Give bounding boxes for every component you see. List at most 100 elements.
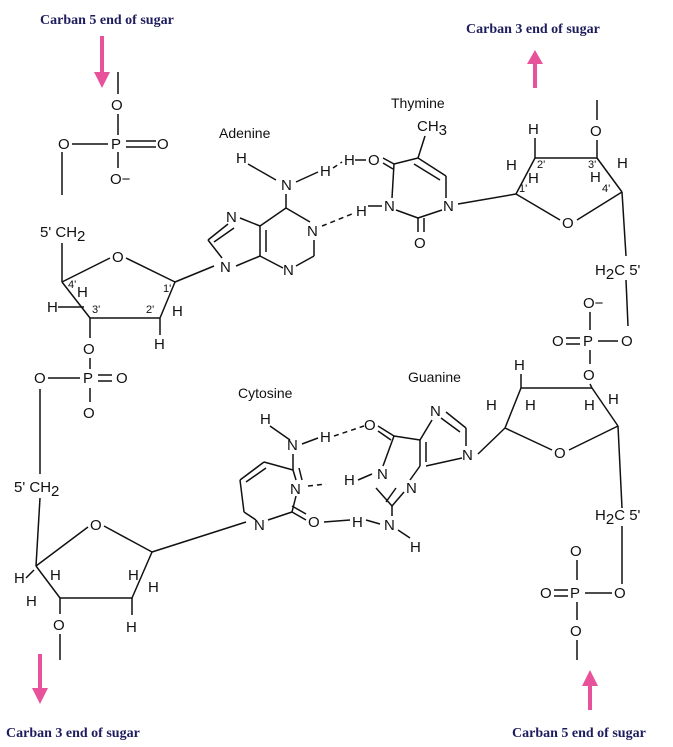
atom-o: O (590, 123, 602, 140)
atom-o: O (58, 136, 70, 153)
atom-o: O (83, 341, 95, 358)
atom-o-minus: O− (583, 295, 604, 312)
atom-o-minus: O− (110, 171, 131, 188)
atom-h: H (617, 155, 628, 172)
atom-h: H (320, 429, 331, 446)
atom-n: N (281, 177, 292, 194)
label-ch3: CH3 (417, 118, 447, 139)
arrow-up-bottom-right-icon (582, 670, 598, 710)
atom-o: O (552, 333, 564, 350)
atom-h: H (77, 284, 88, 301)
atom-h: H (506, 157, 517, 174)
atom-o: O (157, 136, 169, 153)
atom-h: H (50, 567, 61, 584)
atom-h: H (320, 163, 331, 180)
atom-o: O (111, 97, 123, 114)
atom-o: O (414, 235, 426, 252)
atom-h: H (236, 150, 247, 167)
atom-h: H (608, 391, 619, 408)
atom-o: O (583, 367, 595, 384)
atom-n: N (377, 466, 388, 483)
atom-h: H (528, 170, 539, 187)
caption-bottom-right: Carban 5 end of sugar (512, 726, 646, 741)
label-3: 3' (588, 159, 596, 171)
caption-top-right: Carban 3 end of sugar (466, 22, 600, 37)
atom-o: O (90, 517, 102, 534)
atom-h: H (356, 203, 367, 220)
right-strand-bottom-phosphate: O O P O O (540, 543, 626, 660)
atom-h: H (410, 539, 421, 556)
atom-p: P (570, 585, 580, 602)
atom-n: N (443, 198, 454, 215)
atom-h: H (486, 397, 497, 414)
atom-p: P (83, 370, 93, 387)
atom-n: N (254, 517, 265, 534)
atom-h: H (344, 152, 355, 169)
thymine-base: Thymine CH3 H O N O N H (344, 95, 517, 252)
atom-n: N (220, 259, 231, 276)
label-2: 2' (146, 304, 154, 316)
atom-o: O (554, 445, 566, 462)
atom-h: H (514, 357, 525, 374)
atom-n: N (406, 480, 417, 497)
atom-h: H (590, 169, 601, 186)
atom-n: N (462, 447, 473, 464)
cytosine-base: Cytosine H N H N O N (238, 385, 365, 534)
label-3: 3' (92, 304, 100, 316)
adenine-base: Adenine H N H N N N N (207, 125, 353, 279)
arrow-down-top-left-icon (94, 36, 110, 88)
atom-n: N (287, 437, 298, 454)
right-strand-bottom-sugar: H O H H H H H2C 5' (486, 357, 641, 584)
atom-o: O (562, 215, 574, 232)
right-strand-middle-phosphate: O− O P O O (552, 295, 633, 384)
atom-o: O (308, 514, 320, 531)
label-cytosine: Cytosine (238, 385, 293, 401)
atom-n: N (290, 481, 301, 498)
atom-n: N (384, 198, 395, 215)
label-1: 1' (163, 283, 171, 295)
atom-h: H (525, 397, 536, 414)
atom-o: O (570, 623, 582, 640)
atom-h: H (584, 397, 595, 414)
atom-p: P (111, 136, 121, 153)
atom-o: O (53, 617, 65, 634)
left-strand-top-phosphate: O O P O O− (58, 72, 169, 195)
arrow-up-top-right-icon (527, 50, 543, 88)
atom-h: H (47, 299, 58, 316)
left-strand-bottom-sugar: 5' CH2 O H H H H H H O (14, 479, 247, 660)
atom-h: H (528, 121, 539, 138)
atom-o: O (540, 585, 552, 602)
label-guanine: Guanine (408, 369, 461, 385)
atom-n: N (307, 223, 318, 240)
atom-h: H (260, 411, 271, 428)
guanine-base: Guanine O N N N N H N H H (344, 369, 506, 556)
atom-o: O (83, 405, 95, 422)
atom-h: H (344, 472, 355, 489)
label-4: 4' (602, 183, 610, 195)
atom-n: N (384, 517, 395, 534)
atom-n: N (430, 403, 441, 420)
label-5-ch2: 5' CH2 (14, 479, 59, 500)
atom-o: O (368, 152, 380, 169)
atom-h: H (14, 570, 25, 587)
atom-o: O (621, 333, 633, 350)
label-h2c-5: H2C 5' (595, 507, 641, 528)
atom-n: N (283, 262, 294, 279)
atom-h: H (128, 567, 139, 584)
atom-h: H (26, 593, 37, 610)
label-2: 2' (537, 159, 545, 171)
label-thymine: Thymine (391, 95, 445, 111)
atom-h: H (126, 619, 137, 636)
atom-o: O (570, 543, 582, 560)
atom-o: O (112, 249, 124, 266)
label-4: 4' (68, 279, 76, 291)
caption-bottom-left: Carban 3 end of sugar (6, 726, 140, 741)
atom-h: H (172, 303, 183, 320)
atom-o: O (116, 370, 128, 387)
arrow-down-bottom-left-icon (32, 654, 48, 704)
atom-h: H (352, 514, 363, 531)
atom-n: N (226, 209, 237, 226)
atom-o: O (34, 370, 46, 387)
right-strand-top-sugar: O H O 2' 3' 1' 4' H H H H H2C 5' (506, 100, 641, 327)
